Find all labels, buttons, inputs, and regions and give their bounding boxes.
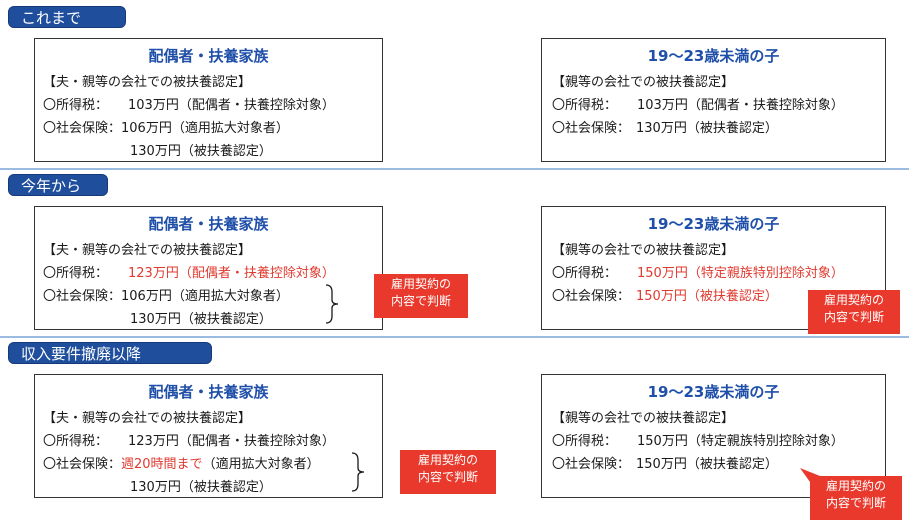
social-insurance-row: 〇社会保険：150万円（被扶養認定） — [552, 457, 778, 472]
income-tax-row: 〇所得税：103万円（配偶者・扶養控除対象） — [43, 98, 335, 113]
social-insurance-row: 〇社会保険：150万円（被扶養認定） — [552, 289, 778, 304]
bracket-icon — [351, 452, 365, 492]
section-tab-after-abolition: 収入要件撤廃以降 — [8, 342, 212, 364]
social-insurance-row: 〇社会保険：106万円（適用拡大対象者） — [43, 121, 289, 136]
card-header: 【夫・親等の会社での被扶養認定】 — [43, 411, 252, 426]
section-divider — [0, 168, 909, 170]
callout-employment-contract: 雇用契約の 内容で判断 — [808, 290, 900, 334]
section-tab-this-year: 今年から — [8, 174, 108, 196]
card-title: 19～23歳未満の子 — [647, 215, 780, 233]
card-title: 配偶者・扶養家族 — [148, 47, 269, 65]
social-insurance-row: 〇社会保険：106万円（適用拡大対象者） — [43, 289, 289, 304]
card-spouse-before: 配偶者・扶養家族 【夫・親等の会社での被扶養認定】 〇所得税：103万円（配偶者… — [34, 38, 383, 162]
income-tax-row: 〇所得税：123万円（配偶者・扶養控除対象） — [43, 434, 335, 449]
social-insurance-row-2: 130万円（被扶養認定） — [130, 480, 272, 495]
card-title: 配偶者・扶養家族 — [148, 215, 269, 233]
card-header: 【夫・親等の会社での被扶養認定】 — [43, 75, 252, 90]
income-tax-row: 〇所得税：150万円（特定親族特別控除対象） — [552, 266, 844, 281]
card-title: 19～23歳未満の子 — [647, 383, 780, 401]
social-insurance-row-2: 130万円（被扶養認定） — [130, 144, 272, 159]
card-header: 【親等の会社での被扶養認定】 — [552, 243, 735, 258]
card-header: 【親等の会社での被扶養認定】 — [552, 411, 735, 426]
income-tax-row: 〇所得税：103万円（配偶者・扶養控除対象） — [552, 98, 844, 113]
callout-employment-contract: 雇用契約の 内容で判断 — [374, 274, 468, 318]
section-divider — [0, 336, 909, 338]
income-tax-row: 〇所得税：123万円（配偶者・扶養控除対象） — [43, 266, 335, 281]
card-title: 19～23歳未満の子 — [647, 47, 780, 65]
card-child-after-abolition: 19～23歳未満の子 【親等の会社での被扶養認定】 〇所得税：150万円（特定親… — [541, 374, 886, 498]
social-insurance-row-2: 130万円（被扶養認定） — [130, 312, 272, 327]
section-tab-before: これまで — [8, 6, 126, 28]
card-header: 【夫・親等の会社での被扶養認定】 — [43, 243, 252, 258]
card-spouse-this-year: 配偶者・扶養家族 【夫・親等の会社での被扶養認定】 〇所得税：123万円（配偶者… — [34, 206, 383, 330]
income-tax-row: 〇所得税：150万円（特定親族特別控除対象） — [552, 434, 844, 449]
callout-employment-contract: 雇用契約の 内容で判断 — [400, 450, 496, 494]
card-header: 【親等の会社での被扶養認定】 — [552, 75, 735, 90]
social-insurance-row: 〇社会保険：週20時間まで（適用拡大対象者） — [43, 457, 320, 472]
card-child-before: 19～23歳未満の子 【親等の会社での被扶養認定】 〇所得税：103万円（配偶者… — [541, 38, 886, 162]
social-insurance-row: 〇社会保険：130万円（被扶養認定） — [552, 121, 778, 136]
card-spouse-after-abolition: 配偶者・扶養家族 【夫・親等の会社での被扶養認定】 〇所得税：123万円（配偶者… — [34, 374, 383, 498]
bracket-icon — [325, 284, 339, 324]
card-title: 配偶者・扶養家族 — [148, 383, 269, 401]
callout-employment-contract: 雇用契約の 内容で判断 — [810, 476, 902, 520]
